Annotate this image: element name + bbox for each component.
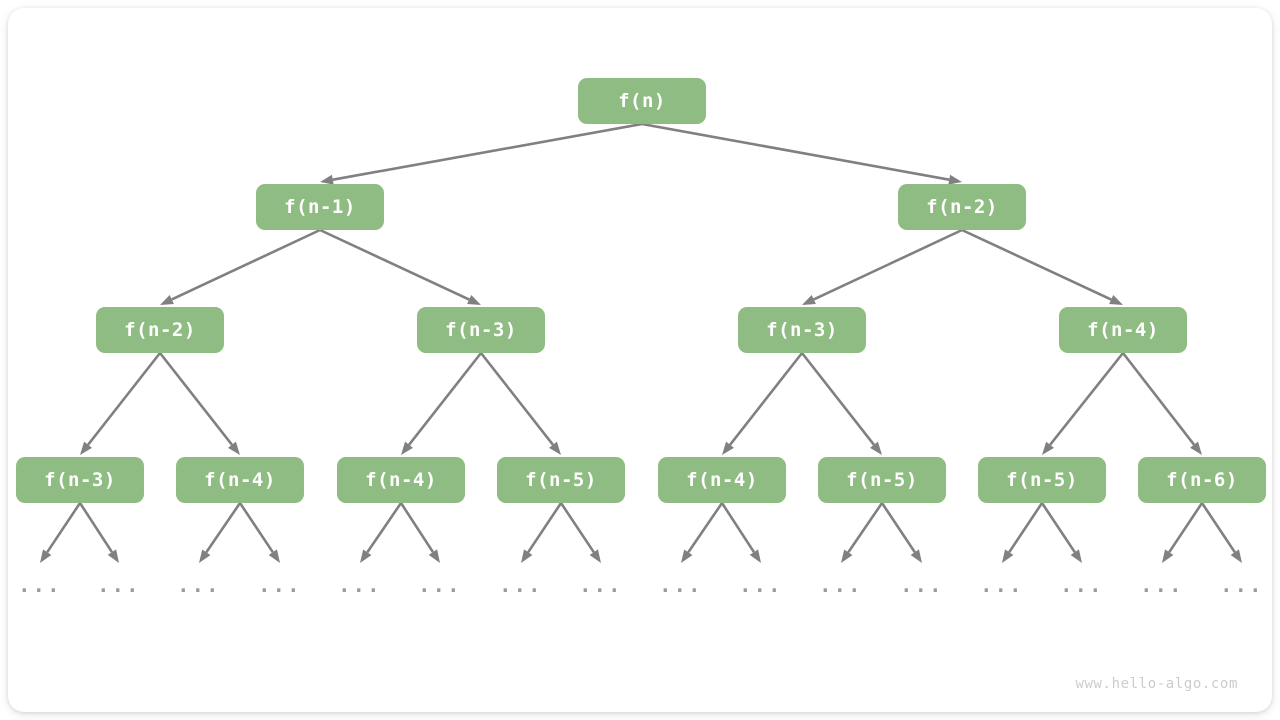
tree-node: f(n-6): [1138, 457, 1266, 503]
tree-node-label: f(n-4): [1087, 319, 1159, 341]
ellipsis-marker: ...: [739, 573, 783, 597]
tree-node: f(n): [578, 78, 706, 124]
tree-node-label: f(n-2): [926, 196, 998, 218]
tree-node: f(n-1): [256, 184, 384, 230]
ellipsis-marker: ...: [579, 573, 623, 597]
tree-node-label: f(n): [618, 90, 666, 112]
tree-node-label: f(n-5): [525, 469, 597, 491]
tree-node-label: f(n-4): [204, 469, 276, 491]
ellipsis-marker: ...: [1060, 573, 1104, 597]
tree-node: f(n-4): [1059, 307, 1187, 353]
tree-node: f(n-2): [898, 184, 1026, 230]
tree-node: f(n-3): [417, 307, 545, 353]
ellipsis-marker: ...: [1140, 573, 1184, 597]
tree-node-label: f(n-4): [686, 469, 758, 491]
ellipsis-marker: ...: [177, 573, 221, 597]
tree-node: f(n-5): [978, 457, 1106, 503]
tree-node: f(n-2): [96, 307, 224, 353]
tree-node: f(n-5): [818, 457, 946, 503]
tree-node: f(n-5): [497, 457, 625, 503]
ellipsis-marker: ...: [18, 573, 62, 597]
ellipsis-marker: ...: [659, 573, 703, 597]
tree-node-label: f(n-2): [124, 319, 196, 341]
tree-node: f(n-3): [16, 457, 144, 503]
tree-node-label: f(n-5): [1006, 469, 1078, 491]
ellipsis-marker: ...: [338, 573, 382, 597]
tree-node: f(n-3): [738, 307, 866, 353]
tree-node: f(n-4): [176, 457, 304, 503]
ellipsis-marker: ...: [97, 573, 141, 597]
tree-node-label: f(n-6): [1166, 469, 1238, 491]
tree-node-label: f(n-3): [445, 319, 517, 341]
tree-node-label: f(n-4): [365, 469, 437, 491]
tree-node: f(n-4): [337, 457, 465, 503]
ellipsis-marker: ...: [499, 573, 543, 597]
tree-node-label: f(n-5): [846, 469, 918, 491]
ellipsis-marker: ...: [418, 573, 462, 597]
tree-node-label: f(n-3): [44, 469, 116, 491]
ellipsis-marker: ...: [900, 573, 944, 597]
ellipsis-marker: ...: [258, 573, 302, 597]
ellipsis-marker: ...: [1220, 573, 1264, 597]
tree-node-label: f(n-1): [284, 196, 356, 218]
ellipsis-marker: ...: [980, 573, 1024, 597]
ellipsis-marker: ...: [819, 573, 863, 597]
watermark-label: www.hello-algo.com: [1075, 676, 1238, 692]
tree-node-label: f(n-3): [766, 319, 838, 341]
tree-node: f(n-4): [658, 457, 786, 503]
